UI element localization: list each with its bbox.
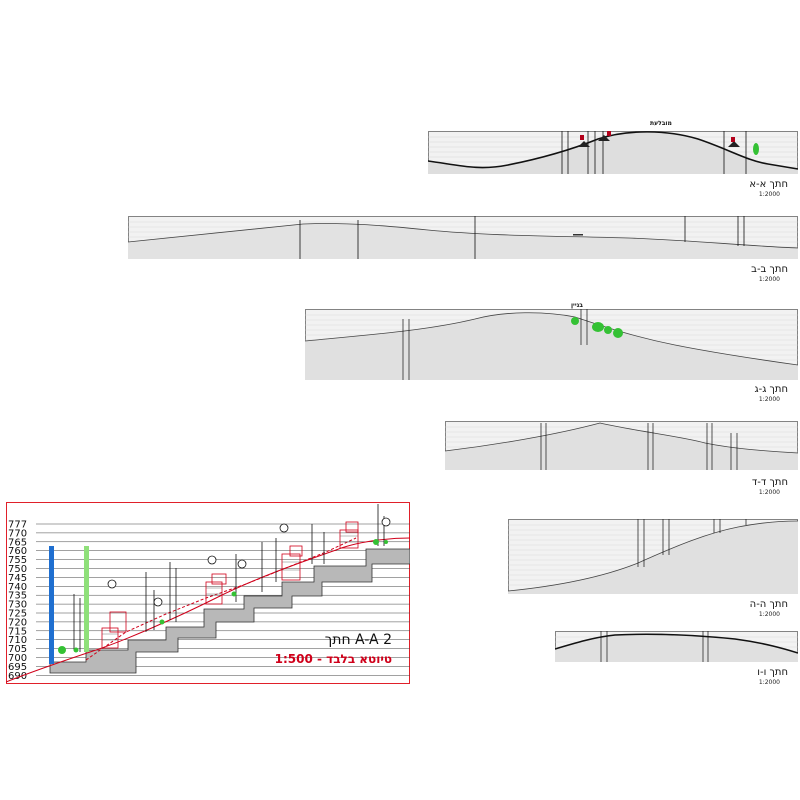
section-h-scale: 1:2000 — [758, 611, 780, 618]
elevation-label: 750 — [8, 564, 27, 575]
detail-drawing: 7777707657607557507457407357307257207157… — [6, 502, 410, 684]
elevation-label: 695 — [8, 662, 27, 673]
section-g-label: חתך ג-ג — [754, 384, 788, 395]
section-a: מובלעת חתך א-א 1:2000 — [428, 120, 798, 198]
elevation-label: 735 — [8, 591, 27, 602]
elevation-label: 765 — [8, 537, 27, 548]
section-h: חתך ה-ה 1:2000 — [508, 519, 798, 621]
profile-line — [6, 537, 410, 683]
profile-dashed — [85, 537, 357, 661]
section-d: חתך ד-ד 1:2000 — [445, 421, 798, 497]
elevation-label: 740 — [8, 582, 27, 593]
section-d-scale: 1:2000 — [758, 489, 780, 496]
elevation-label: 770 — [8, 528, 27, 539]
blue-marker-bar — [49, 546, 54, 664]
building-hatch — [102, 535, 358, 641]
elevation-label: 725 — [8, 609, 27, 620]
section-a-drawing — [428, 131, 798, 174]
section-v-label: חתך ו-ו — [757, 667, 788, 678]
section-a-scale: 1:2000 — [758, 191, 780, 198]
tree-symbols — [107, 517, 391, 607]
section-g-scale: 1:2000 — [758, 396, 780, 403]
section-b: חתך ב-ב 1:2000 — [128, 216, 798, 283]
poles — [73, 504, 385, 652]
elevation-label: 700 — [8, 653, 27, 664]
section-a-extras: מובלעת — [650, 120, 672, 127]
green-marker-bar — [84, 546, 89, 652]
elevation-label: 705 — [8, 644, 27, 655]
building-blocks — [101, 521, 359, 649]
section-h-drawing — [508, 519, 798, 594]
section-v: חתך ו-ו 1:2000 — [555, 631, 798, 689]
green-vegetation — [58, 539, 388, 654]
building-label: בניין — [571, 302, 583, 309]
section-h-label: חתך ה-ה — [749, 599, 788, 610]
section-g-extras: בניין — [571, 302, 583, 309]
section-a-label: חתך א-א — [749, 179, 788, 190]
section-v-drawing — [555, 631, 798, 662]
section-b-scale: 1:2000 — [758, 276, 780, 283]
enclave-label: מובלעת — [650, 120, 672, 127]
detail-draft-note: טיוטא בלבד - 1:500 — [274, 652, 392, 666]
section-b-label: חתך ב-ב — [751, 264, 788, 275]
section-b-drawing — [128, 216, 798, 259]
elevation-label: 760 — [8, 546, 27, 557]
elevation-label: 715 — [8, 626, 27, 637]
section-g-drawing — [305, 309, 798, 380]
elevation-label: 745 — [8, 573, 27, 584]
terrain-steps — [49, 548, 410, 674]
elevation-label: 777 — [8, 520, 27, 531]
section-d-drawing — [445, 421, 798, 470]
section-d-label: חתך ד-ד — [751, 477, 788, 488]
elevation-label: 755 — [8, 555, 27, 566]
detail-title: חתך A-A 2 — [324, 632, 392, 648]
elevation-label: 720 — [8, 617, 27, 628]
section-g: בניין חתך ג-ג 1:2000 — [305, 302, 798, 405]
section-v-scale: 1:2000 — [758, 679, 780, 686]
elevation-label: 710 — [8, 635, 27, 646]
elevation-label: 690 — [8, 671, 27, 682]
elevation-label: 730 — [8, 600, 27, 611]
